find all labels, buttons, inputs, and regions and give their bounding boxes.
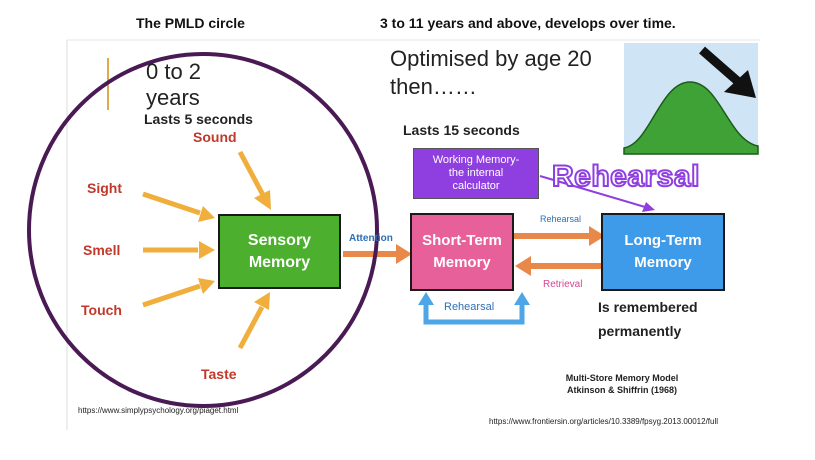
attention-label: Attention	[349, 233, 393, 244]
short-term-memory-box: Short-Term Memory	[410, 213, 514, 291]
sensory-line1: Sensory	[247, 231, 312, 249]
sense-taste: Taste	[201, 366, 237, 382]
sight-arrow	[142, 191, 215, 222]
sense-arrows	[142, 150, 271, 350]
model-caption-line1: Multi-Store Memory Model	[565, 373, 679, 383]
sound-arrow	[237, 150, 271, 210]
rehearsal-loop-label: Rehearsal	[444, 301, 495, 313]
touch-arrow	[142, 278, 215, 308]
source-left: https://www.simplypsychology.org/piaget.…	[78, 406, 239, 415]
source-right: https://www.frontiersin.org/articles/10.…	[489, 417, 719, 426]
smell-arrow	[143, 241, 215, 259]
rehearsal-arrow-to-ltm	[512, 226, 605, 246]
long-term-line2: Memory	[634, 254, 692, 271]
remembered-line1: Is remembered	[598, 299, 698, 315]
sense-smell: Smell	[83, 242, 121, 258]
rehearsal-loop-arrow	[418, 292, 530, 325]
model-caption-line2: Atkinson & Shiffrin (1968)	[566, 385, 677, 395]
age-line2: years	[146, 85, 200, 110]
working-line2: the internal	[448, 167, 504, 179]
working-memory-connector	[539, 175, 655, 212]
optimised-line1: Optimised by age 20	[390, 46, 592, 71]
rehearsal-big-label: Rehearsal	[551, 159, 700, 194]
sensory-line2: Memory	[248, 253, 311, 271]
short-term-line1: Short-Term	[422, 232, 502, 249]
sense-sight: Sight	[87, 180, 122, 196]
model-caption: Multi-Store Memory Model Atkinson & Shif…	[547, 372, 697, 396]
rehearsal-top-label: Rehearsal	[540, 214, 582, 224]
sense-touch: Touch	[81, 302, 122, 318]
optimised-line2: then……	[390, 74, 477, 99]
working-line1: Working Memory-	[432, 154, 520, 166]
retrieval-label: Retrieval	[543, 279, 583, 290]
taste-arrow	[237, 292, 270, 350]
pmld-circle-title: The PMLD circle	[136, 15, 245, 31]
short-term-line2: Memory	[433, 254, 491, 271]
working-line3: calculator	[452, 180, 500, 192]
long-term-line1: Long-Term	[624, 232, 702, 249]
hill-image	[623, 43, 759, 155]
retrieval-arrow-to-stm	[515, 256, 603, 276]
sensory-duration: Lasts 5 seconds	[144, 111, 253, 127]
attention-arrow	[343, 244, 412, 264]
working-memory-box: Working Memory- the internal calculator	[413, 148, 539, 199]
long-term-memory-box: Long-Term Memory	[601, 213, 725, 291]
sense-sound: Sound	[193, 129, 237, 145]
pmld-circle	[27, 52, 379, 408]
short-term-duration: Lasts 15 seconds	[403, 122, 520, 138]
down-arrow-icon	[699, 46, 756, 98]
development-title: 3 to 11 years and above, develops over t…	[380, 15, 676, 31]
sensory-memory-box: Sensory Memory	[218, 214, 341, 289]
remembered-line2: permanently	[598, 323, 682, 339]
age-line1: 0 to 2	[146, 59, 202, 84]
